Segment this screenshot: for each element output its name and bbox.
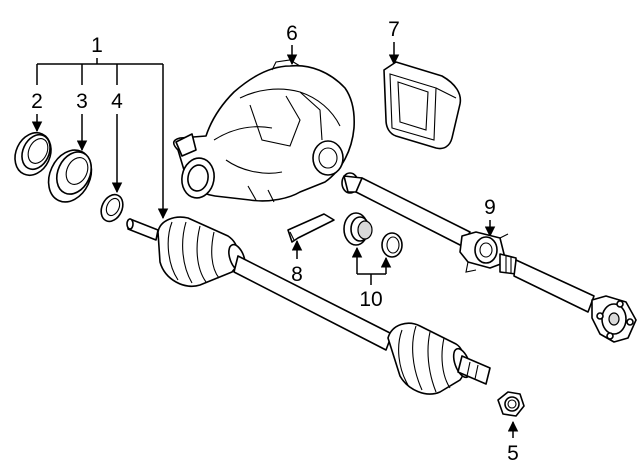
callout-5[interactable]: 5: [507, 442, 519, 465]
leader-1: [36, 58, 169, 220]
callout-9[interactable]: 9: [484, 196, 496, 219]
seal-ring-part-10: [343, 212, 403, 258]
callout-1[interactable]: 1: [91, 34, 103, 57]
callout-6[interactable]: 6: [286, 22, 298, 45]
snap-ring-part-4: [100, 193, 124, 223]
differential-part-6: [172, 59, 355, 203]
callout-2[interactable]: 2: [31, 90, 43, 113]
callout-3[interactable]: 3: [76, 90, 88, 113]
axle-shaft-part-1: [126, 216, 491, 395]
callout-4[interactable]: 4: [111, 90, 123, 113]
axle-nut-part-5: [497, 391, 525, 417]
callout-7[interactable]: 7: [388, 18, 400, 41]
callout-8[interactable]: 8: [291, 263, 303, 286]
seal-part-3: [47, 149, 93, 203]
leader-10: [351, 246, 392, 285]
clip-part-8: [287, 213, 335, 243]
seal-part-2: [14, 132, 52, 176]
shield-part-7: [383, 61, 462, 150]
callout-10[interactable]: 10: [359, 288, 382, 311]
drive-shaft-part-9: [341, 172, 637, 343]
